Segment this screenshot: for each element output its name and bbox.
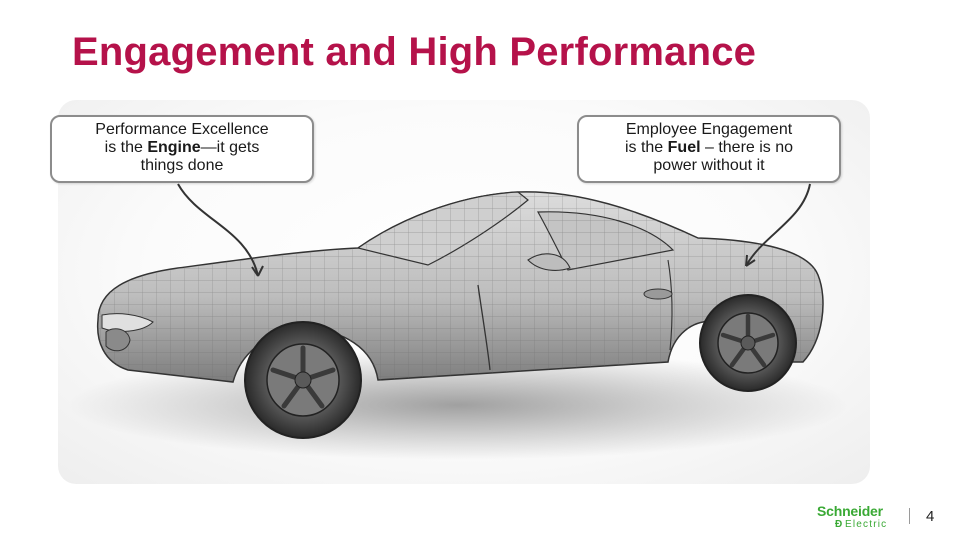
schneider-electric-logo: Schneider Ɖ Electric [817, 503, 907, 530]
callout-right-keyword: Fuel [667, 139, 701, 156]
callout-left-line3: things done [140, 157, 224, 174]
callout-right-line2: is the Fuel – there is no [579, 139, 839, 157]
logo-mark-icon: Ɖ [835, 519, 843, 530]
callout-left-line2-pre: is the [104, 139, 148, 156]
callout-left-line1: Performance Excellence [95, 121, 269, 138]
callout-right-line2-post: – there is no [700, 139, 794, 156]
page-number: 4 [926, 508, 935, 525]
logo-sub: Electric [845, 519, 888, 530]
callout-employee-engagement: Employee Engagement is the Fuel – there … [577, 115, 841, 183]
callout-right-line1: Employee Engagement [625, 121, 793, 138]
logo-name: Schneider [817, 503, 883, 519]
callout-left-line2-post: —it gets [200, 139, 260, 156]
callout-performance-excellence: Performance Excellence is the Engine—it … [50, 115, 314, 183]
callout-left-line2: is the Engine—it gets [52, 139, 312, 157]
footer-divider [909, 508, 910, 524]
callout-right-line2-pre: is the [624, 139, 668, 156]
callout-right-line3: power without it [653, 157, 765, 174]
callout-left-keyword: Engine [147, 139, 201, 156]
slide-title: Engagement and High Performance [72, 30, 757, 74]
car-wireframe-drawing [68, 183, 848, 460]
